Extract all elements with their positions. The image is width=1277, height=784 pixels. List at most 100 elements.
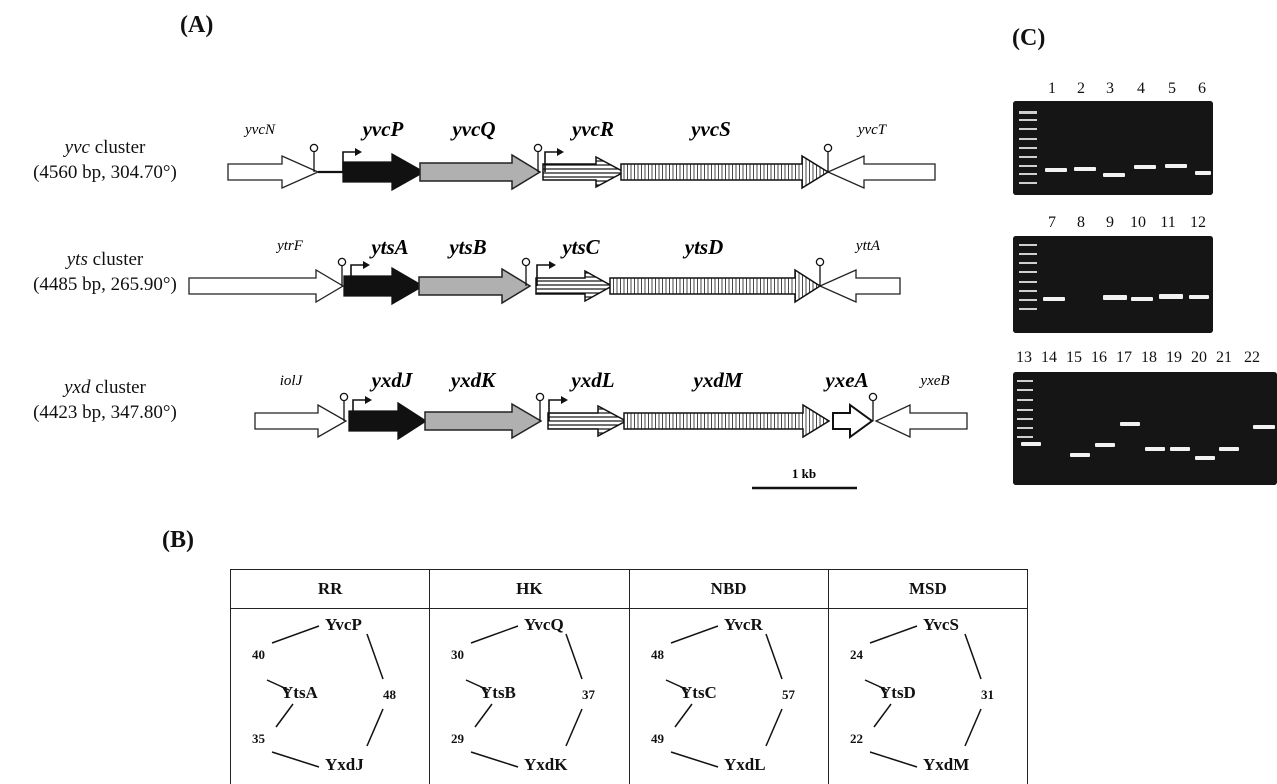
lane-number: 21 bbox=[1212, 349, 1236, 367]
gel-image-2 bbox=[1013, 236, 1213, 333]
gene-label: yvcR bbox=[569, 117, 614, 141]
identity-value: 57 bbox=[782, 687, 796, 702]
gene-arrow-yxdM bbox=[624, 405, 829, 437]
scale-bar-label: 1 kb bbox=[792, 466, 816, 481]
lane-number: 4 bbox=[1129, 80, 1153, 98]
lane-number: 9 bbox=[1098, 214, 1122, 232]
lane-number: 19 bbox=[1162, 349, 1186, 367]
gene-arrow-iolJ bbox=[255, 405, 346, 437]
promoter-icon bbox=[355, 148, 362, 156]
protein-label: YtsD bbox=[879, 683, 916, 702]
gene-label: iolJ bbox=[280, 373, 304, 389]
similarity-cell-hk: YvcQ YtsB YxdK 30 29 37 bbox=[430, 609, 629, 784]
gene-arrow-yvcT bbox=[828, 156, 935, 188]
identity-value: 37 bbox=[582, 687, 596, 702]
lane-number: 2 bbox=[1069, 80, 1093, 98]
gel-image-1 bbox=[1013, 101, 1213, 195]
row-yvc: yvcN yvcP yvcQ yvcR yvcS yvcT bbox=[228, 117, 935, 190]
lane-number: 3 bbox=[1098, 80, 1122, 98]
row-yts: ytrF ytsA ytsB ytsC ytsD yttA bbox=[189, 235, 900, 304]
gene-label: ytsA bbox=[368, 235, 408, 259]
terminator-icon bbox=[536, 393, 543, 421]
gel-band bbox=[1219, 447, 1239, 451]
gel-band bbox=[1074, 167, 1096, 171]
lane-number: 5 bbox=[1160, 80, 1184, 98]
identity-value: 29 bbox=[451, 731, 465, 746]
gene-label: yxdK bbox=[448, 368, 497, 392]
gene-arrow-yvcR bbox=[543, 157, 624, 187]
identity-value: 48 bbox=[651, 647, 665, 662]
gene-arrow-ytrF bbox=[189, 270, 343, 302]
gene-label: yvcT bbox=[856, 122, 888, 138]
protein-label: YvcQ bbox=[524, 615, 564, 634]
lane-number: 20 bbox=[1187, 349, 1211, 367]
protein-label: YxdL bbox=[724, 755, 766, 774]
similarity-triangle: YvcP YtsA YxdJ 40 35 48 bbox=[231, 609, 430, 779]
gel-band bbox=[1189, 295, 1209, 299]
gene-arrow-yvcQ bbox=[420, 155, 540, 189]
gel-band bbox=[1120, 422, 1140, 426]
gel-band bbox=[1170, 447, 1190, 451]
gene-label: ytsB bbox=[446, 235, 486, 259]
panel-label-b: (B) bbox=[162, 527, 194, 554]
similarity-cell-rr: YvcP YtsA YxdJ 40 35 48 bbox=[231, 609, 430, 784]
identity-value: 35 bbox=[252, 731, 266, 746]
protein-label: YvcP bbox=[325, 615, 362, 634]
protein-label: YtsB bbox=[480, 683, 516, 702]
gene-label: yttA bbox=[854, 238, 881, 254]
lane-number: 16 bbox=[1087, 349, 1111, 367]
gene-label: ytrF bbox=[275, 238, 304, 254]
protein-label: YxdJ bbox=[325, 755, 364, 774]
gene-label: ytsC bbox=[559, 235, 600, 259]
protein-label: YvcR bbox=[724, 615, 763, 634]
similarity-triangle: YvcS YtsD YxdM 24 22 31 bbox=[829, 609, 1028, 779]
gel-band bbox=[1165, 164, 1187, 168]
lane-number: 10 bbox=[1126, 214, 1150, 232]
gel-image-3 bbox=[1013, 372, 1277, 485]
gene-arrow-yxeA bbox=[833, 405, 872, 437]
identity-value: 22 bbox=[850, 731, 863, 746]
identity-value: 48 bbox=[383, 687, 397, 702]
gene-label: yxdJ bbox=[369, 368, 414, 392]
lane-number: 17 bbox=[1112, 349, 1136, 367]
gene-arrow-ytsA bbox=[344, 268, 423, 304]
gene-label: ytsD bbox=[682, 235, 724, 259]
protein-label: YtsC bbox=[680, 683, 717, 702]
protein-label: YxdM bbox=[923, 755, 969, 774]
gel-band bbox=[1043, 297, 1065, 301]
gene-label: yxdL bbox=[568, 368, 614, 392]
similarity-cell-msd: YvcS YtsD YxdM 24 22 31 bbox=[828, 609, 1027, 784]
identity-value: 40 bbox=[252, 647, 265, 662]
similarity-triangle: YvcQ YtsB YxdK 30 29 37 bbox=[430, 609, 629, 779]
similarity-cell-nbd: YvcR YtsC YxdL 48 49 57 bbox=[629, 609, 828, 784]
gene-arrow-yvcN bbox=[228, 156, 318, 188]
gene-arrow-ytsC bbox=[536, 271, 612, 301]
promoter-icon bbox=[365, 396, 372, 404]
lane-number: 18 bbox=[1137, 349, 1161, 367]
gene-cluster-diagram: yvcN yvcP yvcQ yvcR yvcS yvcT ytrF ytsA … bbox=[0, 0, 1000, 500]
gel-band bbox=[1134, 165, 1156, 169]
lane-number: 22 bbox=[1240, 349, 1264, 367]
gel-band bbox=[1195, 456, 1215, 460]
panel-label-c: (C) bbox=[1012, 25, 1045, 52]
terminator-icon bbox=[534, 144, 541, 172]
promoter-icon bbox=[549, 261, 556, 269]
terminator-icon bbox=[310, 144, 317, 172]
gene-arrow-yvcS bbox=[621, 156, 828, 188]
column-header-hk: HK bbox=[430, 570, 629, 609]
gel-band bbox=[1159, 294, 1183, 299]
scale-bar: 1 kb bbox=[752, 466, 857, 488]
terminator-icon bbox=[816, 258, 823, 286]
protein-label: YxdK bbox=[524, 755, 568, 774]
gel-band bbox=[1131, 297, 1153, 301]
terminator-icon bbox=[340, 393, 347, 421]
protein-label: YtsA bbox=[281, 683, 319, 702]
identity-value: 49 bbox=[651, 731, 665, 746]
lane-number: 6 bbox=[1190, 80, 1214, 98]
similarity-table: RR HK NBD MSD YvcP YtsA YxdJ 40 35 48 bbox=[230, 569, 1028, 784]
gel-band bbox=[1070, 453, 1090, 457]
terminator-icon bbox=[824, 144, 831, 172]
gene-arrow-ytsB bbox=[419, 269, 530, 303]
lane-number: 15 bbox=[1062, 349, 1086, 367]
gene-arrow-yttA bbox=[820, 270, 900, 302]
